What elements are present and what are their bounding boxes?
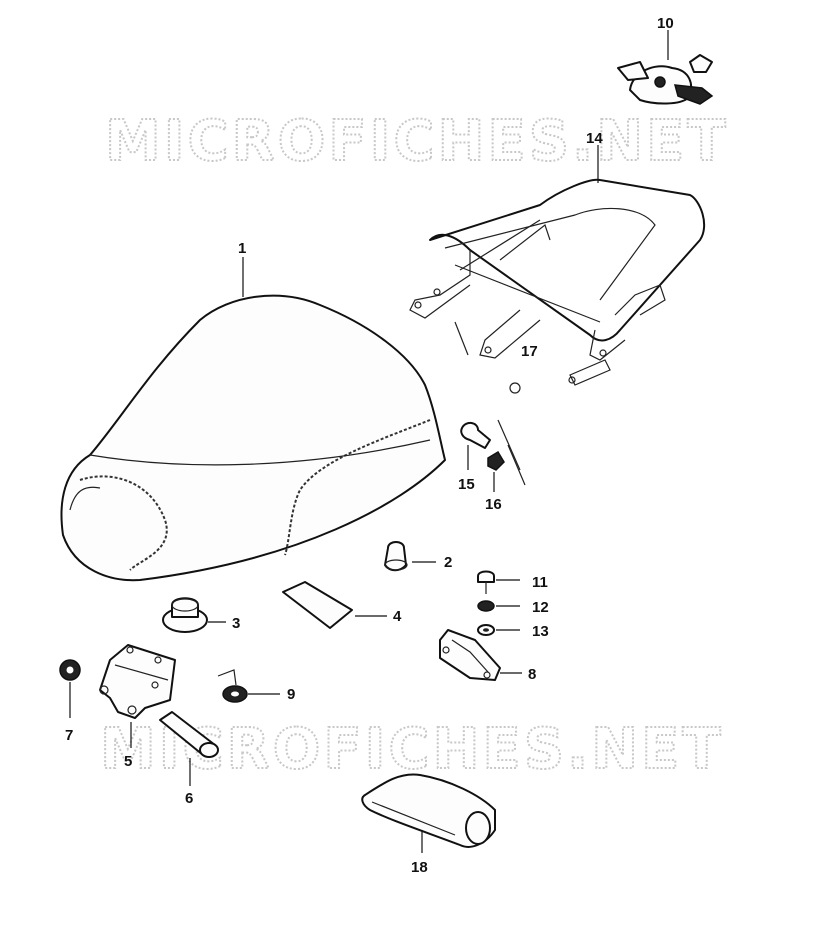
hinge-bracket-part-5[interactable] [99,644,176,719]
callout-5[interactable]: 5 [124,753,132,770]
callout-4[interactable]: 4 [393,608,402,625]
callout-10[interactable]: 10 [657,15,674,32]
callout-9[interactable]: 9 [287,686,295,703]
pad-part-4[interactable] [282,581,353,629]
nut-part-16[interactable] [487,450,505,471]
callout-14[interactable]: 14 [586,130,603,147]
latch-part-8[interactable] [439,629,501,681]
callout-18[interactable]: 18 [411,859,428,876]
callout-15[interactable]: 15 [458,476,475,493]
lock-washer-part-12[interactable] [477,600,495,612]
cover-part-18[interactable] [361,773,496,848]
bolt-part-15[interactable] [460,422,491,449]
callout-3[interactable]: 3 [232,615,240,632]
callout-6[interactable]: 6 [185,790,193,807]
watermark-top: MICROFICHES.NET [105,109,729,174]
callout-8[interactable]: 8 [528,666,536,683]
callout-1[interactable]: 1 [238,240,246,257]
bolt-part-11[interactable] [477,570,495,595]
pin-part-6[interactable] [159,711,219,758]
watermark-bottom: MICROFICHES.NET [100,717,724,782]
flat-washer-part-13[interactable] [477,624,495,636]
callout-17[interactable]: 17 [521,343,538,360]
nut-part-7[interactable] [59,659,81,681]
cushion-part-3[interactable] [162,597,208,633]
lock-part-10[interactable] [617,54,714,105]
spacer-part-17[interactable] [454,321,526,486]
seat-part-1[interactable] [60,294,446,582]
callout-11[interactable]: 11 [532,574,548,591]
callout-2[interactable]: 2 [444,554,452,571]
callout-7[interactable]: 7 [65,727,73,744]
callout-16[interactable]: 16 [485,496,502,513]
carrier-rack-part-14[interactable] [409,178,706,394]
cap-part-2[interactable] [384,541,408,572]
callout-12[interactable]: 12 [532,599,549,616]
callout-13[interactable]: 13 [532,623,549,640]
washer-part-9[interactable] [217,669,248,703]
